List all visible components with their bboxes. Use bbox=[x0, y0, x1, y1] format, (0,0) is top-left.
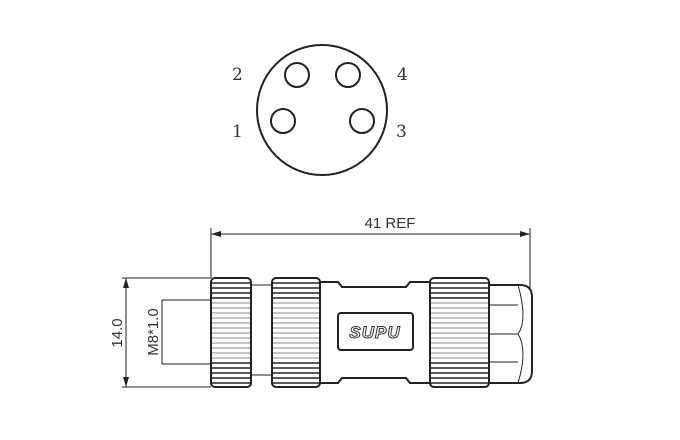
coupling-nut bbox=[210, 277, 252, 388]
brand-label: SUPU bbox=[349, 323, 400, 342]
pin-4-hole bbox=[335, 62, 361, 88]
pin-3-hole bbox=[349, 108, 375, 134]
pin-1-hole bbox=[270, 108, 296, 134]
diameter-dimension: 14.0 bbox=[109, 277, 211, 388]
connector-face bbox=[256, 44, 388, 176]
pin-2-hole bbox=[284, 62, 310, 88]
pin-4-label: 4 bbox=[397, 65, 408, 85]
length-dimension-label: 41 REF bbox=[365, 215, 416, 232]
diameter-dimension-label: 14.0 bbox=[109, 318, 126, 347]
pin-2-label: 2 bbox=[232, 65, 243, 85]
locking-nut bbox=[271, 277, 321, 388]
side-view: 41 REF 14.0 M8*1.0 SUPU bbox=[109, 215, 533, 388]
connector-body bbox=[320, 281, 430, 384]
cable-cap bbox=[489, 284, 533, 384]
thread-dimension-label: M8*1.0 bbox=[145, 308, 162, 356]
pin-1-label: 1 bbox=[232, 122, 243, 142]
length-dimension: 41 REF bbox=[210, 215, 531, 290]
brand-label-box bbox=[337, 312, 414, 351]
front-view: 1 2 3 4 bbox=[232, 44, 408, 176]
pin-3-label: 3 bbox=[396, 122, 407, 142]
cable-nut bbox=[429, 277, 490, 388]
thread-dimension: M8*1.0 bbox=[145, 299, 211, 365]
